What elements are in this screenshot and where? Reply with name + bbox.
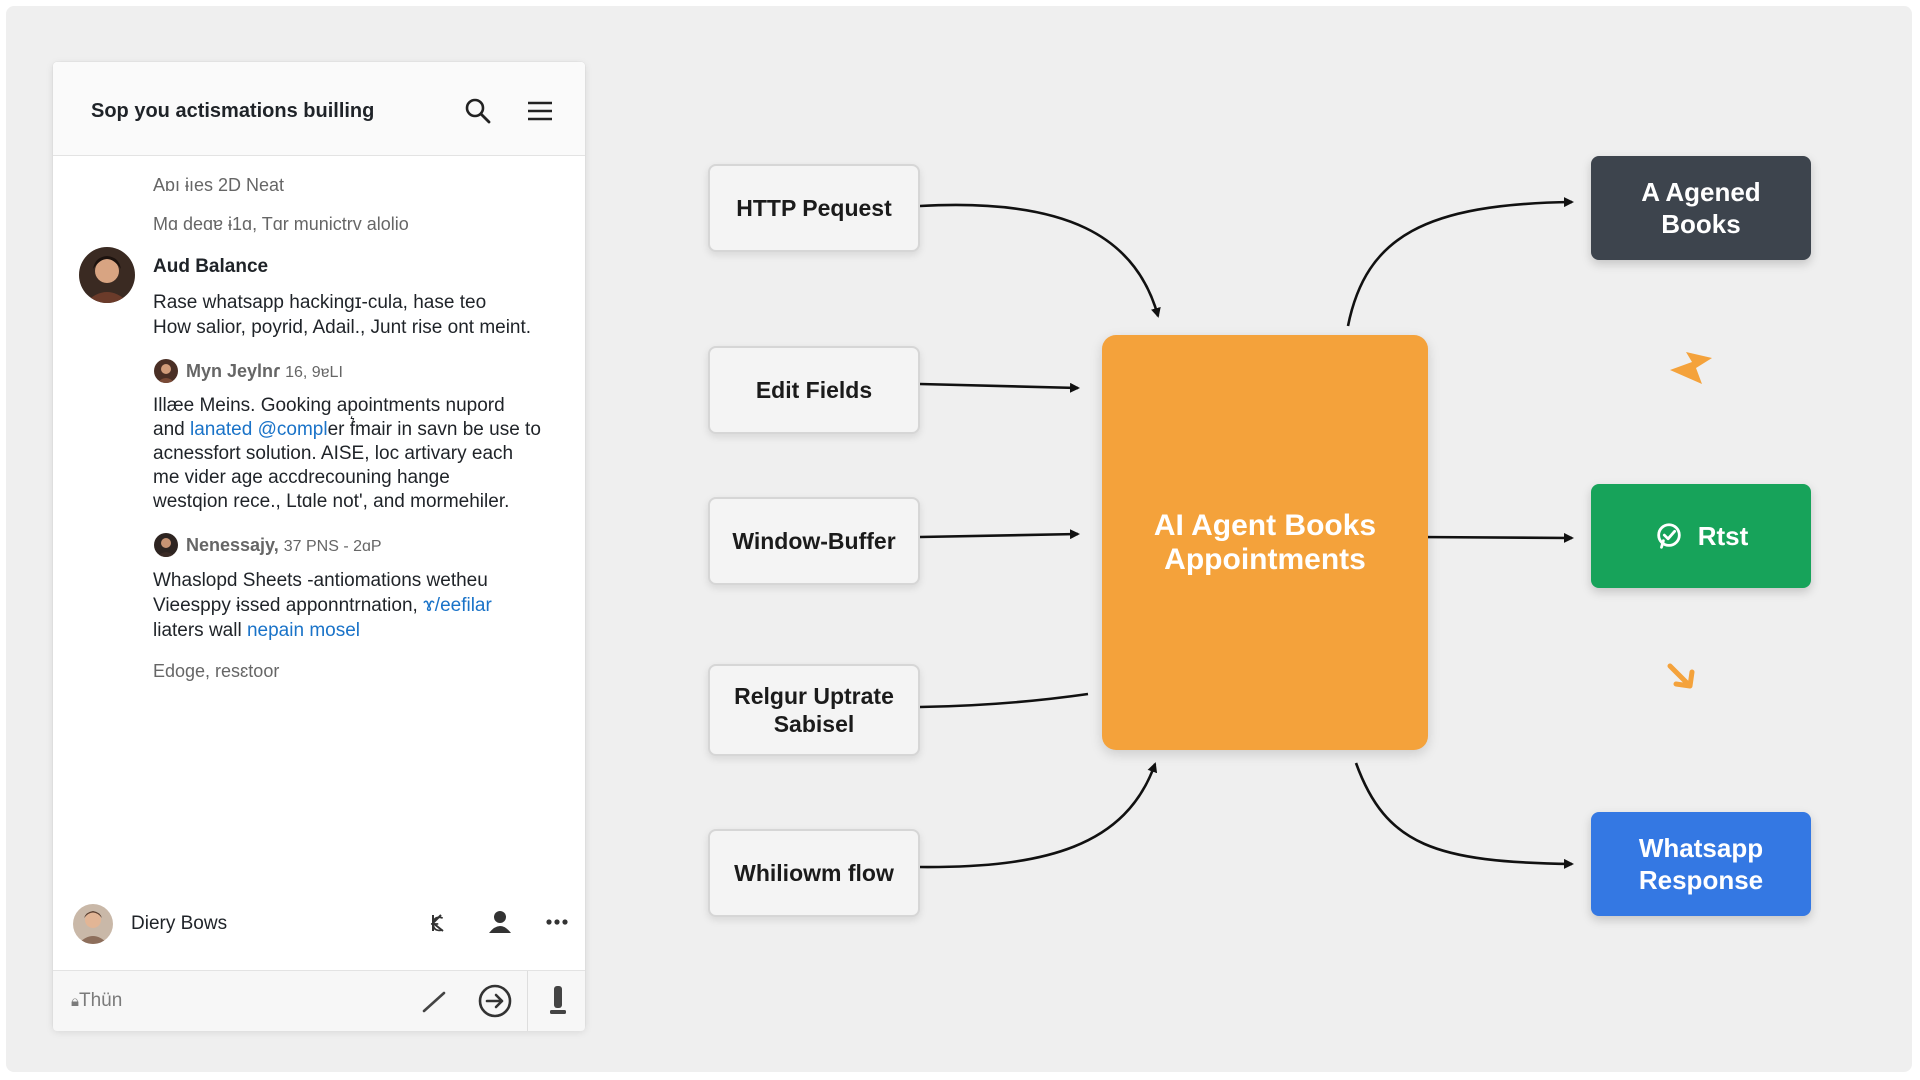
current-user-row: Diery Bows Ꞓ [53,894,585,954]
node-workflow[interactable]: Whiliowm flow [708,829,920,917]
message-text: acnessfort solution. AISE, loc artivary … [153,443,514,464]
node-agent-books[interactable]: A Agened Books [1591,156,1811,260]
node-http-request[interactable]: HTTP Pequest [708,164,920,252]
connector-arrow [919,382,1080,393]
message-text: westqion rece., Ltɑle not', and mormehil… [153,491,510,512]
node-label: A Agened Books [1641,177,1761,239]
current-user-name: Diery Bows [131,913,228,934]
message-text-part: and [153,419,190,440]
avatar[interactable] [154,533,178,557]
message-input[interactable]: 🔒︎Thün [71,989,122,1014]
message-link[interactable]: lanated @compl [189,419,328,440]
message-text: How salior, poyrid, Adail., Junt rise on… [153,317,532,338]
connector-arrow [919,203,1161,318]
message-meta: Myn Jeylnɾ 16, 9ɐLI [186,359,343,385]
meta-line: Mɑ deɑɐ ɨ1ɑ, Tɑr munictrv alolio [153,214,409,234]
footer-note: Edoge, resɛtoor [153,661,280,681]
connector-arrow [1354,762,1574,869]
message-text: and lanated @compler f͛mair in savn be u… [153,418,541,442]
app-canvas: Sop you actismations builling Aɒı ɨıes 2… [6,6,1912,1072]
message-text-part: Vieesppy ɨssed apponntrnation, [153,595,424,616]
node-label: Relgur Uptrate Sabisel [734,683,894,737]
message-author: Nenessajy, [186,535,279,555]
microphone-icon[interactable] [543,983,573,1019]
message-text-part: liaters wall [153,620,247,641]
search-icon[interactable] [463,96,493,126]
node-label: Edit Fields [755,377,873,403]
chat-title: Sop you actismations builling [91,100,375,122]
message-text: Illæe Meins. Gooking apointments nupord [153,395,505,416]
message-author: Aud Balance [153,256,269,277]
message-text: liaters wall nepain mosel [153,619,360,643]
connector-arrow [919,762,1158,869]
message-meta: Nenessajy, 37 PNS - 2ɑP [186,533,382,559]
message-author: Myn Jeylnɾ [186,361,281,381]
spark-arrow-icon [1667,663,1695,689]
message-text-part: er f͛mair in savn be use to [327,419,541,440]
node-label: HTTP Pequest [736,195,892,221]
message-link[interactable]: nepain mosel [246,620,361,641]
whatsapp-icon [1657,523,1681,549]
message-text: me vider age accdrecouning hange [153,467,450,488]
menu-icon[interactable] [525,96,555,126]
send-icon[interactable] [477,983,513,1019]
connector-arrow [919,529,1080,540]
node-label: Whiliowm flow [734,860,894,886]
meta-line: Aɒı ɨıes 2D Neat [153,175,285,195]
spark-icon [1670,352,1712,384]
message-text: Vieesppy ɨssed apponntrnation, ɤ/eefilar [153,594,492,618]
node-window-buffer[interactable]: Window-Buffer [708,497,920,585]
node-label: Rtst [1697,521,1749,551]
user-icon[interactable] [485,907,515,937]
chat-header: Sop you actismations builling [53,62,585,156]
message-link[interactable]: ɤ/eefilar [423,595,492,616]
message-time: 37 PNS - 2ɑP [283,538,382,555]
message-text: Rase whatsapp hackingɪ-cula, hase teo [153,292,487,313]
mention-icon[interactable]: Ꞓ [427,909,455,937]
message-input-bar: 🔒︎Thün [53,970,585,1031]
message-time: 16, 9ɐLI [285,364,343,381]
connector-arrow [1346,197,1574,327]
node-label: Whatsapp Response [1638,833,1764,895]
avatar[interactable] [73,904,113,944]
node-edit-fields[interactable]: Edit Fields [708,346,920,434]
node-label: Window-Buffer [732,528,896,554]
node-regular-update[interactable]: Relgur Uptrate Sabisel [708,664,920,756]
message-text: Whaslopd Sheets -antiomations wetheu [153,570,488,591]
connector-arrow [1415,532,1574,543]
more-icon[interactable] [543,908,571,936]
node-ai-agent[interactable]: AI Agent Books Appointments [1102,335,1428,750]
avatar[interactable] [154,359,178,383]
avatar[interactable] [79,247,135,303]
lock-icon: 🔒︎ [71,993,79,1010]
node-label: AI Agent Books Appointments [1153,508,1377,576]
pen-icon[interactable] [419,986,449,1016]
input-placeholder: Thün [78,990,123,1011]
chat-panel: Sop you actismations builling Aɒı ɨıes 2… [53,62,585,1031]
divider [527,971,528,1031]
connector-arrow [919,692,1089,709]
node-whatsapp-response[interactable]: Whatsapp Response [1591,812,1811,916]
node-whatsapp-send[interactable]: Rtst [1591,484,1811,588]
